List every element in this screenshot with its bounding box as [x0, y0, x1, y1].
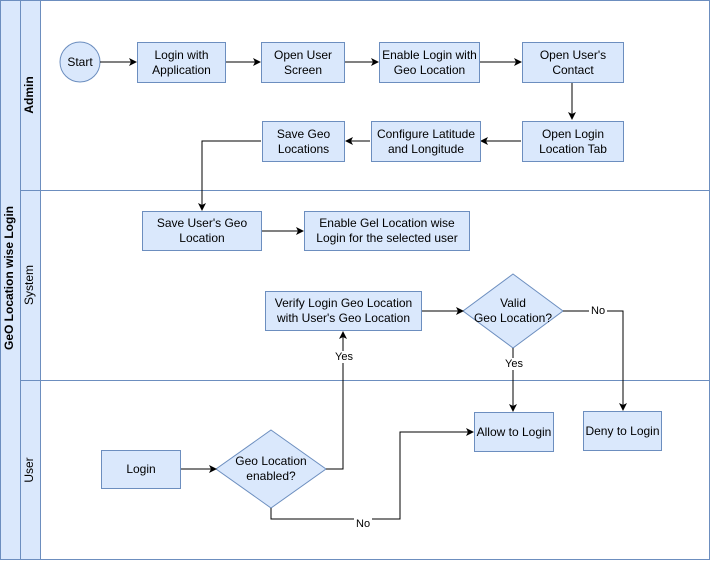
edge-valid-deny	[563, 310, 627, 411]
pool-title: GeO Location wise Login	[2, 205, 16, 350]
geo-location-enabled-decision: Geo Location enabled?	[235, 454, 307, 483]
valid-geo-location-decision: Valid Geo Location?	[473, 296, 553, 325]
edge-label-yes-allow: Yes	[503, 358, 525, 370]
deny-to-login: Deny to Login	[583, 411, 662, 451]
verify-login-geo-location: Verify Login Geo Location with User's Ge…	[265, 291, 422, 331]
open-users-contact: Open User's Contact	[522, 42, 624, 83]
edge-save-saveuser	[198, 140, 261, 211]
edge-label-no-deny: No	[589, 305, 608, 317]
allow-to-login: Allow to Login	[474, 412, 554, 452]
edge-geoenabled-verify	[326, 331, 347, 470]
save-geo-locations: Save Geo Locations	[262, 121, 345, 162]
enable-login-geo-location: Enable Login with Geo Location	[379, 42, 480, 83]
lane-title-admin: Admin	[22, 76, 36, 114]
edge-geoenabled-allow	[270, 428, 474, 520]
lane-title-user: User	[22, 457, 36, 483]
login-with-application: Login with Application	[137, 42, 226, 83]
enable-gel-location-login: Enable Gel Location wise Login for the s…	[304, 211, 470, 251]
edge-label-no-allow: No	[354, 518, 373, 530]
login-step: Login	[101, 450, 181, 489]
lane-user-header	[20, 380, 41, 560]
open-login-location-tab: Open Login Location Tab	[522, 121, 624, 162]
edge-label-yes-verify: Yes	[333, 351, 355, 363]
open-user-screen: Open User Screen	[261, 42, 345, 83]
save-users-geo-location: Save User's Geo Location	[142, 211, 262, 251]
configure-latitude-longitude: Configure Latitude and Longitude	[371, 121, 481, 162]
lane-title-system: System	[22, 264, 36, 305]
start-node: Start	[67, 54, 93, 69]
